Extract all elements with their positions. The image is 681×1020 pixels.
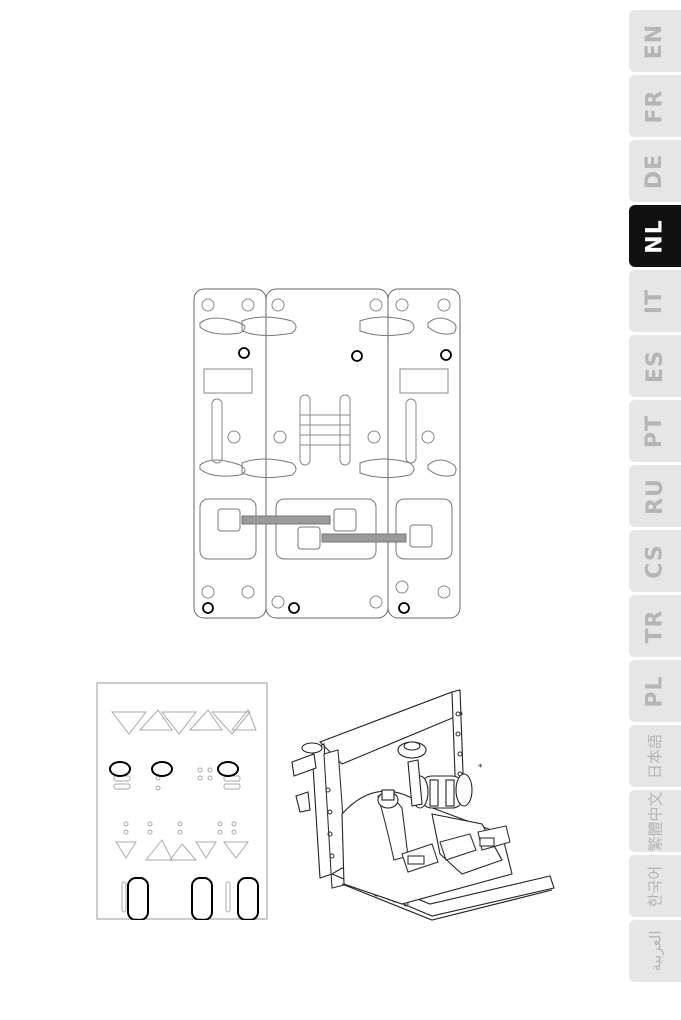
language-tab-label: ES: [643, 350, 668, 383]
center-plate: [266, 289, 388, 618]
language-tab-9[interactable]: TR: [629, 595, 681, 657]
language-tab-14[interactable]: العربية: [629, 920, 681, 982]
language-tab-11[interactable]: 日本語: [629, 725, 681, 787]
throttle-annotation: *: [478, 763, 483, 773]
module-underside-diagram: [96, 682, 268, 920]
throttle-quadrant-illustration: *: [282, 684, 564, 922]
language-tab-3[interactable]: NL: [629, 205, 681, 267]
highlighted-holes: [110, 762, 238, 776]
language-tab-2[interactable]: DE: [629, 140, 681, 202]
language-tab-5[interactable]: ES: [629, 335, 681, 397]
language-tab-10[interactable]: PL: [629, 660, 681, 722]
language-tab-label: 한국어: [645, 865, 666, 906]
language-tab-label: FR: [643, 89, 668, 123]
base-plates-diagram: [192, 287, 462, 620]
language-tab-label: 繁體中文: [645, 791, 666, 851]
language-tab-label: PT: [642, 414, 667, 447]
language-tab-label: PL: [643, 675, 668, 707]
language-tab-label: EN: [642, 23, 667, 58]
language-tab-13[interactable]: 한국어: [629, 855, 681, 917]
language-tab-label: DE: [642, 153, 667, 188]
language-tab-12[interactable]: 繁體中文: [629, 790, 681, 852]
left-plate: [194, 289, 266, 618]
highlighted-screw-holes: [203, 348, 451, 613]
language-tab-0[interactable]: EN: [629, 10, 681, 72]
language-tab-label: IT: [642, 288, 667, 313]
language-tab-label: TR: [642, 609, 667, 643]
language-tab-label: NL: [643, 219, 668, 253]
language-tab-6[interactable]: PT: [629, 400, 681, 462]
connector-cable: [322, 534, 406, 542]
language-tab-1[interactable]: FR: [629, 75, 681, 137]
language-tab-label: 日本語: [644, 733, 665, 778]
language-tab-7[interactable]: RU: [629, 465, 681, 527]
language-tab-label: العربية: [646, 931, 664, 972]
highlighted-slots: [128, 878, 258, 920]
language-tab-8[interactable]: CS: [629, 530, 681, 592]
language-tab-label: CS: [643, 544, 668, 578]
language-tab-label: RU: [643, 478, 668, 515]
connector-cable: [242, 516, 330, 524]
right-plate: [388, 289, 460, 618]
language-tab-4[interactable]: IT: [629, 270, 681, 332]
